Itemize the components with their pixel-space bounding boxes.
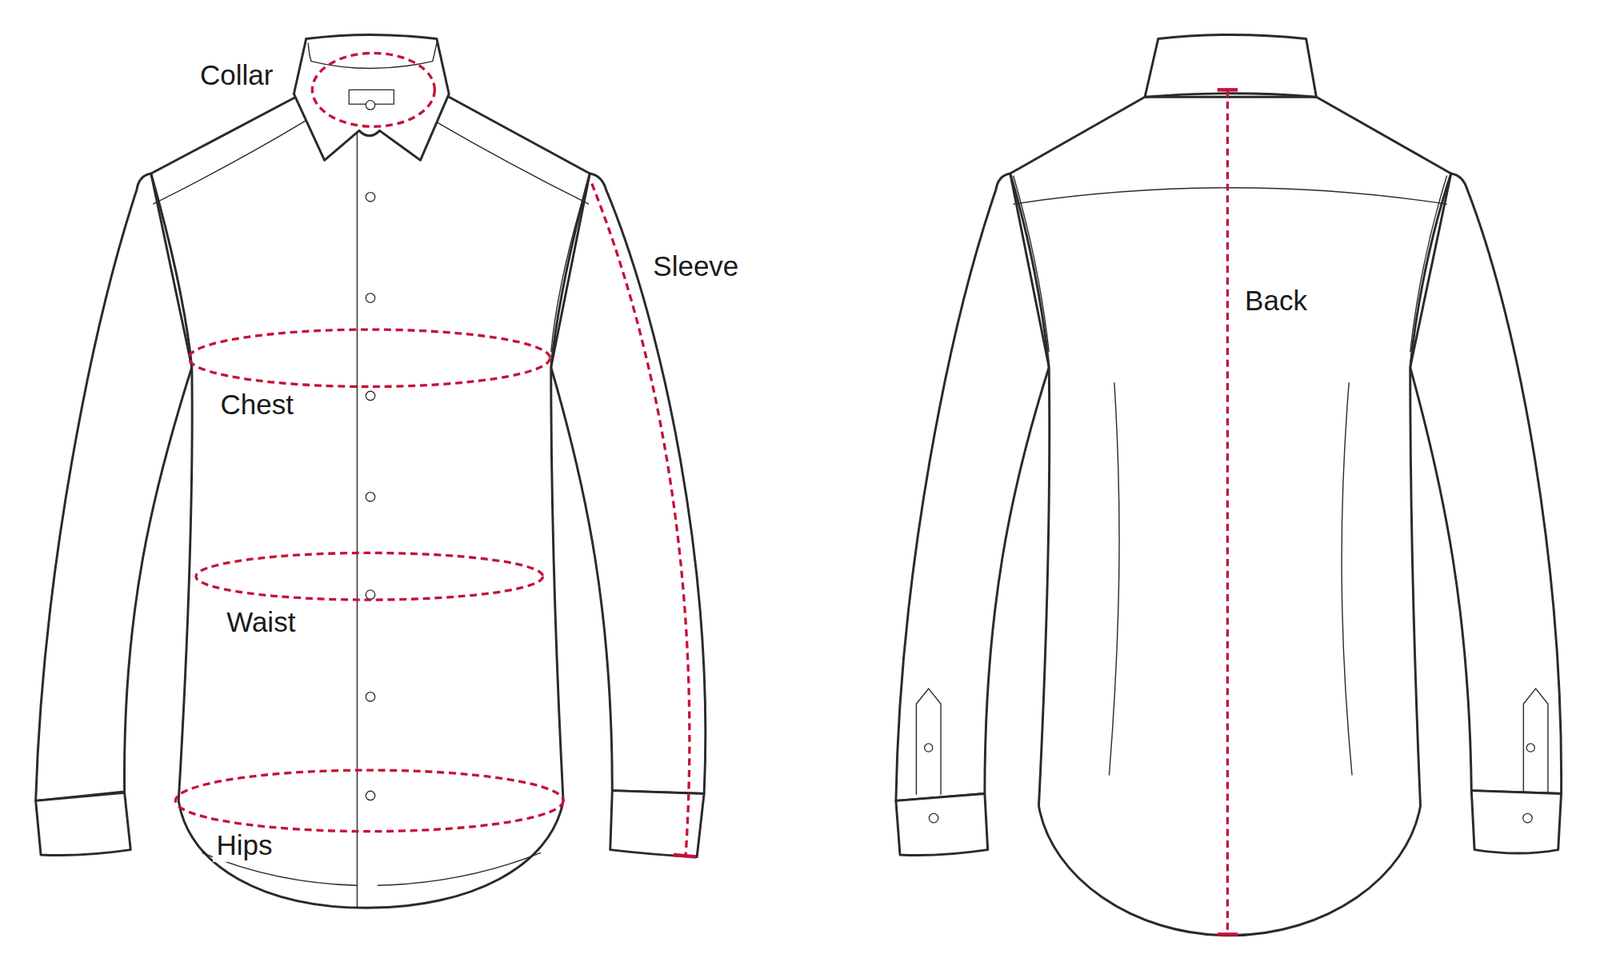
- dart: [1108, 382, 1120, 776]
- sleeve-measure-end: [673, 855, 696, 858]
- measure-label: Hips: [212, 829, 276, 862]
- button: [1526, 744, 1535, 752]
- front-body: [151, 96, 590, 908]
- cuff: [36, 792, 132, 856]
- back-measure-end: [1217, 932, 1239, 936]
- button: [365, 391, 375, 400]
- button: [365, 791, 375, 800]
- measure-label: Chest: [217, 388, 297, 421]
- yoke-seam: [433, 120, 589, 205]
- cuff: [610, 791, 704, 858]
- button: [928, 813, 938, 823]
- measure-label: Collar: [196, 59, 276, 92]
- button: [365, 692, 375, 702]
- button: [365, 100, 375, 110]
- back-measure: [1226, 89, 1229, 935]
- cuff: [1471, 791, 1561, 854]
- collar-measure: [312, 52, 435, 127]
- measure-label: Waist: [223, 606, 299, 639]
- sleeve-placket: [1523, 688, 1548, 793]
- chest-measure: [188, 329, 551, 387]
- sleeve-measure: [592, 184, 690, 856]
- front-shirt: [36, 34, 706, 908]
- back-body: [1010, 96, 1452, 936]
- button: [365, 492, 375, 502]
- button: [365, 590, 375, 600]
- left-sleeve: [36, 173, 192, 801]
- collar: [1144, 34, 1316, 97]
- yoke-seam: [1013, 188, 1448, 204]
- collar-band: [308, 43, 437, 69]
- button: [365, 192, 375, 202]
- sleeve-placket: [916, 688, 941, 796]
- hips-measure: [175, 770, 564, 832]
- yoke-seam: [152, 120, 306, 205]
- button: [924, 744, 933, 752]
- dart: [1341, 382, 1352, 776]
- back-measure-end: [1217, 88, 1239, 92]
- button: [1523, 813, 1532, 823]
- hem-seam: [377, 852, 541, 886]
- left-sleeve: [896, 173, 1049, 801]
- back-shirt: [896, 34, 1562, 936]
- waist-measure: [196, 552, 544, 600]
- cuff: [896, 793, 988, 856]
- buttons: [365, 100, 375, 801]
- right-sleeve: [1410, 173, 1562, 795]
- collar: [293, 34, 449, 160]
- measure-label: Sleeve: [649, 250, 742, 283]
- placket-line: [356, 130, 358, 908]
- button: [365, 293, 375, 303]
- measure-label: Back: [1241, 284, 1311, 317]
